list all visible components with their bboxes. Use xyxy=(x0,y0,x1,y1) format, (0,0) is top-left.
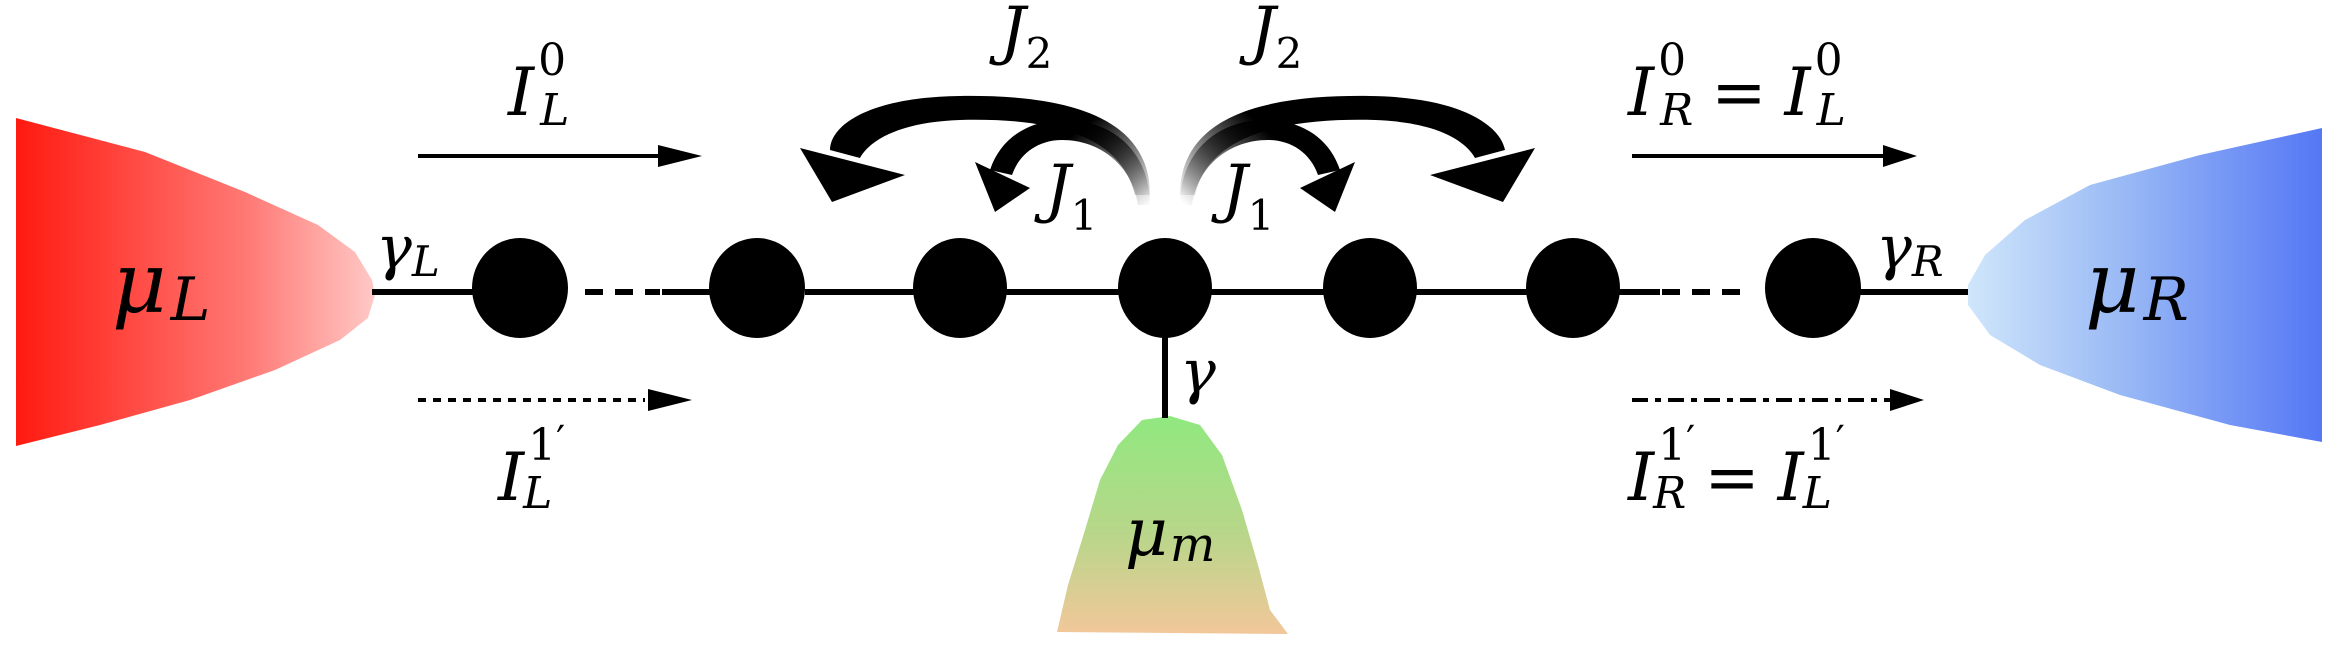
site xyxy=(1526,238,1620,338)
left-reservoir xyxy=(16,118,375,446)
chain-links xyxy=(372,289,1968,418)
right-reservoir-label: μR xyxy=(2085,234,2189,335)
hopping-arrow-j1-right-head xyxy=(1300,162,1355,212)
current-arrowheads xyxy=(648,145,1924,411)
hopping-arrow-j2-right-head xyxy=(1430,148,1535,202)
j2-left-label: J2 xyxy=(989,0,1052,78)
hopping-arrow-j1-left-head xyxy=(975,162,1030,212)
middle-reservoir xyxy=(1057,416,1288,634)
site xyxy=(709,238,805,338)
gamma-middle-label: γ xyxy=(1180,337,1216,407)
site xyxy=(913,238,1007,338)
gamma-right-label: γR xyxy=(1876,213,1943,286)
j1-left-label: J1 xyxy=(1034,152,1097,240)
current-arrows xyxy=(418,154,1895,402)
j1-right-label: J1 xyxy=(1211,152,1274,240)
hopping-arrow-j2-right xyxy=(1180,95,1505,195)
j2-right-label: J2 xyxy=(1239,0,1302,78)
gamma-left-label: γL xyxy=(376,213,440,286)
right-reservoir xyxy=(1968,128,2322,442)
site xyxy=(1323,238,1417,338)
hopping-arrow-j2-left-head xyxy=(800,148,905,202)
site xyxy=(472,238,568,338)
chain-sites xyxy=(472,238,1861,338)
current-left-prime-label: I1′L xyxy=(497,418,565,519)
hopping-arrow-j2-left xyxy=(830,95,1150,195)
current-right-prime-equation: I1′R=I1′L xyxy=(1627,418,1845,519)
left-reservoir-label: μL xyxy=(112,234,210,335)
middle-reservoir-label: μm xyxy=(1125,494,1215,573)
site xyxy=(1118,238,1212,338)
site xyxy=(1765,238,1861,338)
